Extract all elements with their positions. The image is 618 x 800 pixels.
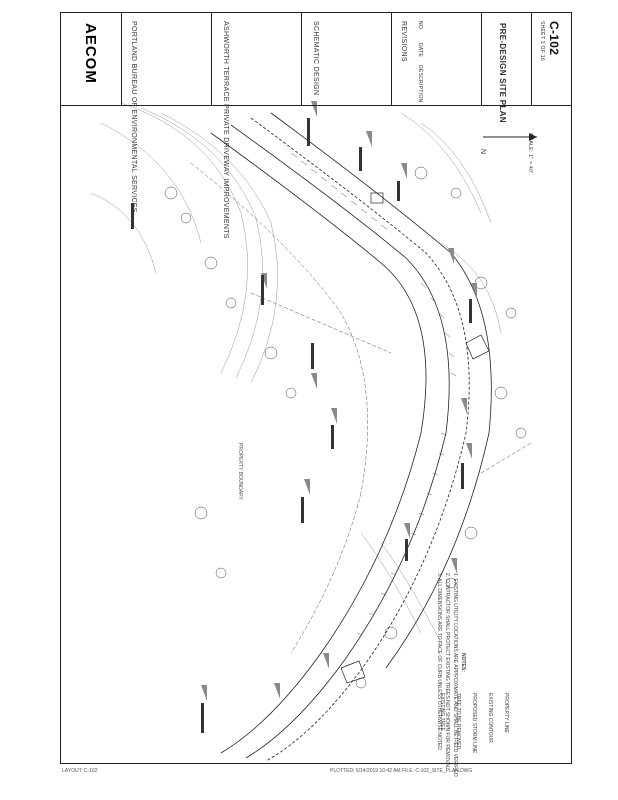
project-phase: SCHEMATIC DESIGN bbox=[312, 21, 319, 96]
road-alignment bbox=[210, 112, 492, 762]
scale-text: SCALE: 1" = 40' bbox=[527, 133, 533, 174]
north-arrow bbox=[481, 127, 541, 147]
drawing-sheet: PROPERTY BOUNDARY AECOM PORTLAND BUREAU … bbox=[60, 12, 572, 777]
svg-text:PROPERTY BOUNDARY: PROPERTY BOUNDARY bbox=[237, 443, 243, 501]
legend-item-2: TREE TO BE REMOVED bbox=[455, 693, 461, 750]
titleblock-col-1 bbox=[121, 13, 122, 105]
legend-item-3: PROPOSED STORM LINE bbox=[471, 693, 477, 754]
titleblock-divider bbox=[61, 105, 571, 106]
callout-blocks bbox=[131, 118, 472, 733]
north-label: N bbox=[479, 149, 486, 155]
titleblock-col-2 bbox=[211, 13, 212, 105]
project-name: ASHWORTH TERRACE PRIVATE DRIVEWAY IMPROV… bbox=[222, 21, 229, 239]
legend-item-4: EXISTING CONTOUR bbox=[487, 693, 493, 743]
revision-col-no: NO. bbox=[417, 21, 423, 31]
building-footprints bbox=[340, 192, 490, 684]
north-arrow-icon bbox=[483, 133, 537, 141]
notes-header: NOTES: bbox=[460, 653, 466, 672]
titleblock-col-4 bbox=[391, 13, 392, 105]
revision-col-description: DESCRIPTION bbox=[417, 65, 423, 103]
footer-right: PLOTTED: 6/14/2019 10:42 AM FILE: C-102_… bbox=[330, 768, 473, 774]
revision-col-date: DATE bbox=[417, 43, 423, 58]
footer-left: LAYOUT: C-102 bbox=[62, 768, 98, 774]
titleblock-col-6 bbox=[531, 13, 532, 105]
sheet-number: C-102 bbox=[547, 21, 561, 56]
revisions-header: REVISIONS bbox=[400, 21, 407, 62]
legend: EXISTING TREE TREE TO BE REMOVED PROPOSE… bbox=[437, 693, 547, 753]
titleblock-col-5 bbox=[481, 13, 482, 105]
road-edge-hatch bbox=[290, 152, 457, 636]
tree-symbols bbox=[164, 166, 527, 689]
sheet-title: PRE-DESIGN SITE PLAN bbox=[498, 23, 507, 123]
legend-item-1: EXISTING TREE bbox=[439, 693, 445, 731]
callout-flags bbox=[201, 101, 477, 701]
legend-item-5: PROPERTY LINE bbox=[503, 693, 509, 733]
sheet-count: SHEET 3 OF 16 bbox=[539, 21, 545, 61]
owner-block: PORTLAND BUREAU OF ENVIRONMENTAL SERVICE… bbox=[130, 21, 137, 213]
contour-lines bbox=[90, 102, 502, 644]
aecom-logo: AECOM bbox=[82, 23, 99, 84]
property-lines bbox=[190, 162, 532, 654]
titleblock-col-3 bbox=[301, 13, 302, 105]
site-plan-drawing: PROPERTY BOUNDARY bbox=[90, 101, 532, 762]
